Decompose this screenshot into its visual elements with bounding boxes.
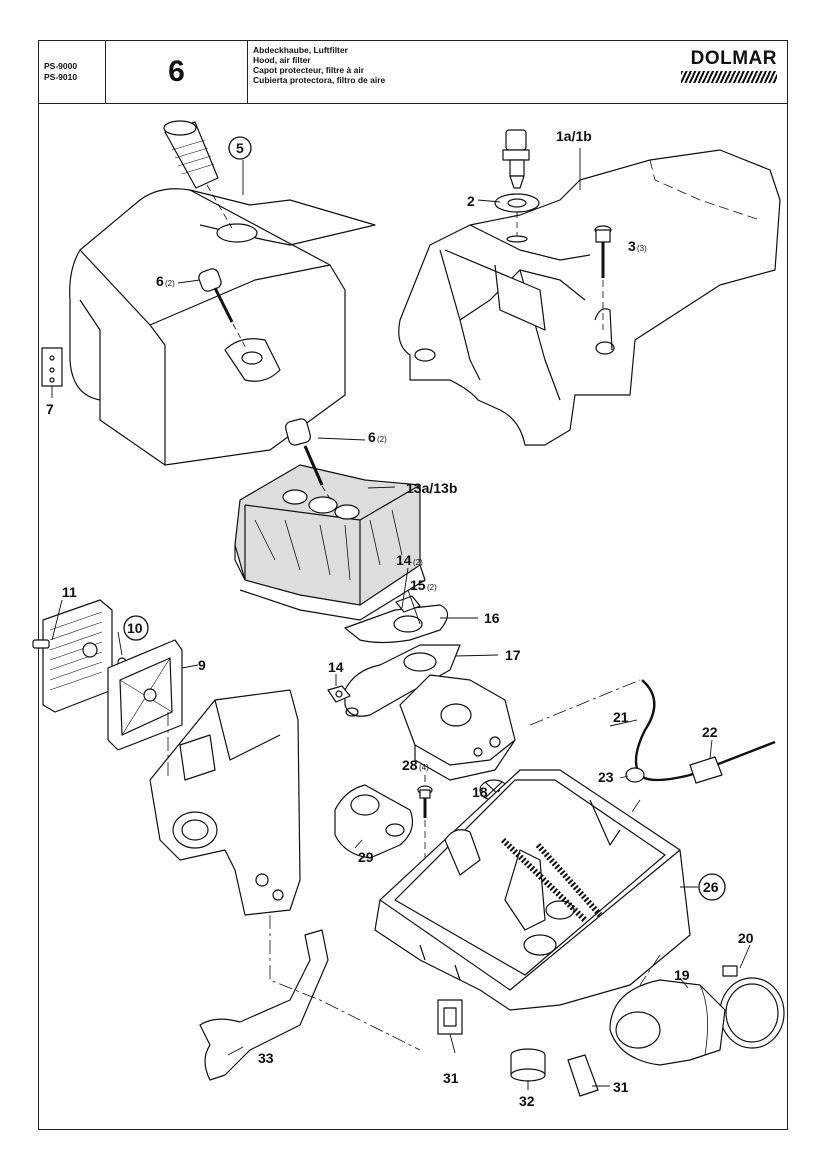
brand-name: DOLMAR bbox=[690, 48, 777, 69]
model-numbers: PS-9000 PS-9010 bbox=[39, 41, 106, 103]
label-16: 16 bbox=[484, 610, 500, 626]
qty-15: (2) bbox=[427, 583, 437, 592]
label-15: 15 bbox=[410, 577, 426, 593]
title-es: Cubierta protectora, filtro de aire bbox=[253, 75, 386, 85]
intake-manifold-part bbox=[149, 689, 301, 916]
label-21: 21 bbox=[613, 709, 629, 725]
part-labels: 1a/1b 2 3 (3) 5 6 (2) 6 (2) 7 9 10 11 13… bbox=[46, 128, 754, 1109]
title-fr: Capot protecteur, filtre à air bbox=[253, 65, 364, 75]
boot-29-part bbox=[334, 784, 413, 859]
label-22: 22 bbox=[702, 724, 718, 740]
qty-3: (3) bbox=[637, 244, 647, 253]
title-en: Hood, air filter bbox=[253, 55, 311, 65]
model-1: PS-9000 bbox=[44, 61, 78, 71]
screw-6-lower bbox=[285, 418, 333, 503]
callout-circles bbox=[123, 136, 726, 901]
clamp-20-part bbox=[719, 965, 785, 1049]
grommet-31-right bbox=[567, 1054, 599, 1097]
nut-2-part bbox=[494, 193, 540, 243]
label-1a-1b: 1a/1b bbox=[556, 128, 592, 144]
label-31-right: 31 bbox=[613, 1079, 629, 1095]
logo-stripes bbox=[681, 71, 777, 83]
label-18: 18 bbox=[472, 784, 488, 800]
filter-cover-11-part bbox=[32, 599, 113, 713]
label-6-upper: 6 bbox=[156, 273, 164, 289]
carburetor-part bbox=[399, 674, 516, 781]
grommet-32-part bbox=[510, 1048, 546, 1082]
label-19: 19 bbox=[674, 967, 690, 983]
label-6-lower: 6 bbox=[368, 429, 376, 445]
label-29: 29 bbox=[358, 849, 374, 865]
valve-stud-part bbox=[502, 129, 530, 189]
qty-28: (4) bbox=[419, 763, 429, 772]
grommet-31-left bbox=[437, 999, 463, 1035]
fuel-line-part bbox=[625, 679, 776, 784]
screw-3-part bbox=[594, 225, 612, 330]
label-9: 9 bbox=[198, 657, 206, 673]
screw-6-upper bbox=[198, 268, 248, 351]
lever-33-part bbox=[199, 929, 329, 1081]
title-block: PS-9000 PS-9010 6 Abdeckhaube, Luftfilte… bbox=[39, 41, 787, 104]
qty-6-lower: (2) bbox=[377, 435, 387, 444]
label-31-left: 31 bbox=[443, 1070, 459, 1086]
plate-16-part bbox=[344, 595, 449, 644]
assembly-lines bbox=[167, 679, 661, 1051]
air-filter-13-part bbox=[234, 464, 426, 621]
label-10: 10 bbox=[127, 620, 143, 636]
label-28: 28 bbox=[402, 757, 418, 773]
label-7: 7 bbox=[46, 401, 54, 417]
base-housing-26-part bbox=[374, 769, 691, 1011]
top-cover-part bbox=[69, 188, 376, 466]
clip-7-part bbox=[41, 347, 63, 387]
frame-9-part bbox=[107, 639, 183, 751]
nut-14-part bbox=[327, 685, 351, 703]
filter-insert-part bbox=[163, 120, 233, 229]
elbow-19-part bbox=[609, 979, 726, 1066]
model-2: PS-9010 bbox=[44, 72, 78, 82]
label-33: 33 bbox=[258, 1050, 274, 1066]
label-17: 17 bbox=[505, 647, 521, 663]
qty-6-upper: (2) bbox=[165, 279, 175, 288]
label-32: 32 bbox=[519, 1093, 535, 1109]
drawing-frame: PS-9000 PS-9010 6 Abdeckhaube, Luftfilte… bbox=[38, 40, 788, 1130]
title-de: Abdeckhaube, Luftfilter bbox=[253, 45, 348, 55]
page-number: 6 bbox=[106, 41, 248, 103]
label-2: 2 bbox=[467, 193, 475, 209]
label-5: 5 bbox=[236, 140, 244, 156]
label-23: 23 bbox=[598, 769, 614, 785]
label-14-lower: 14 bbox=[328, 659, 344, 675]
label-13a-13b: 13a/13b bbox=[406, 480, 457, 496]
qty-14-upper: (2) bbox=[413, 558, 423, 567]
bracket-17-part bbox=[344, 644, 461, 717]
label-3: 3 bbox=[628, 238, 636, 254]
label-20: 20 bbox=[738, 930, 754, 946]
label-11: 11 bbox=[62, 584, 77, 600]
hood-1a-1b-part bbox=[398, 149, 781, 446]
label-26: 26 bbox=[703, 879, 719, 895]
label-14-upper: 14 bbox=[396, 552, 412, 568]
dolmar-logo: DOLMAR bbox=[681, 49, 777, 83]
page-titles: Abdeckhaube, Luftfilter Hood, air filter… bbox=[248, 41, 548, 103]
leader-lines bbox=[51, 147, 751, 1090]
